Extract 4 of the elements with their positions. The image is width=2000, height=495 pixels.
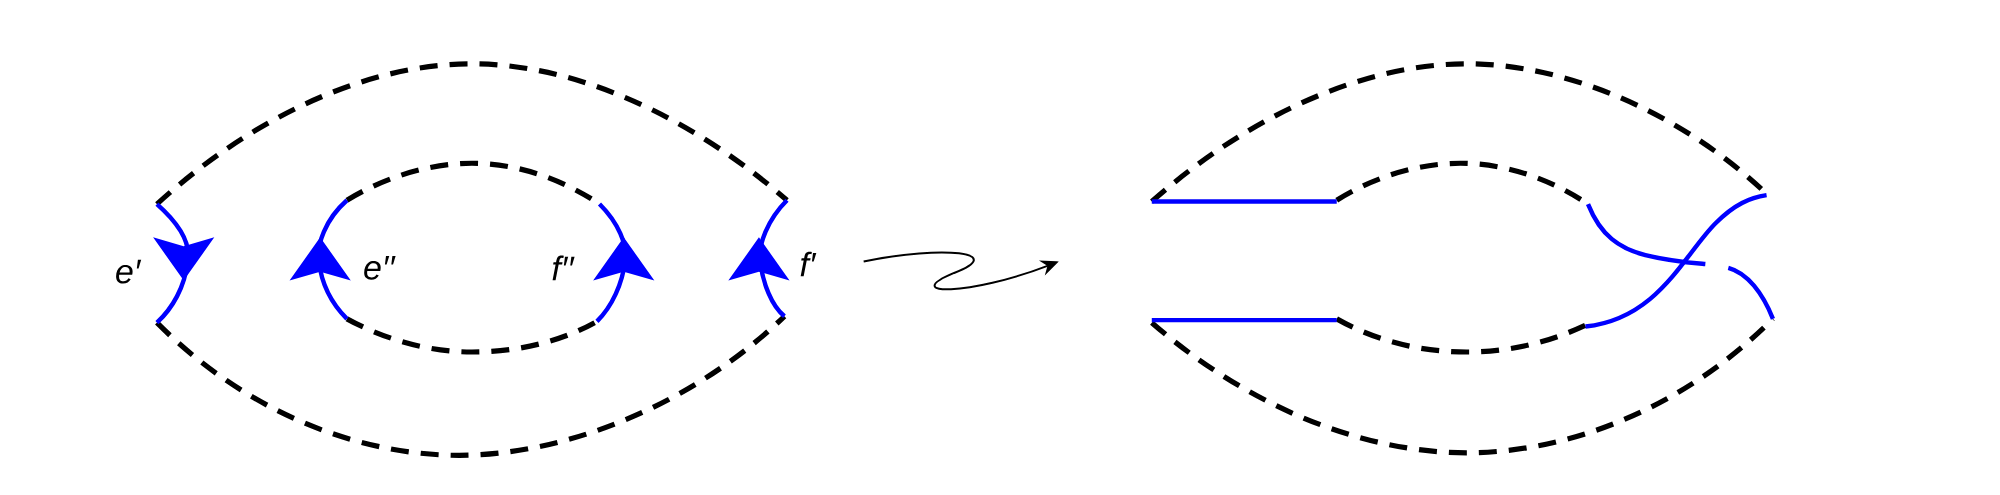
arc-label: f′′ <box>552 255 575 281</box>
arc-label: e′′ <box>364 256 396 280</box>
tangle-drawing <box>153 61 790 458</box>
tangle-drawing <box>1150 61 1775 456</box>
